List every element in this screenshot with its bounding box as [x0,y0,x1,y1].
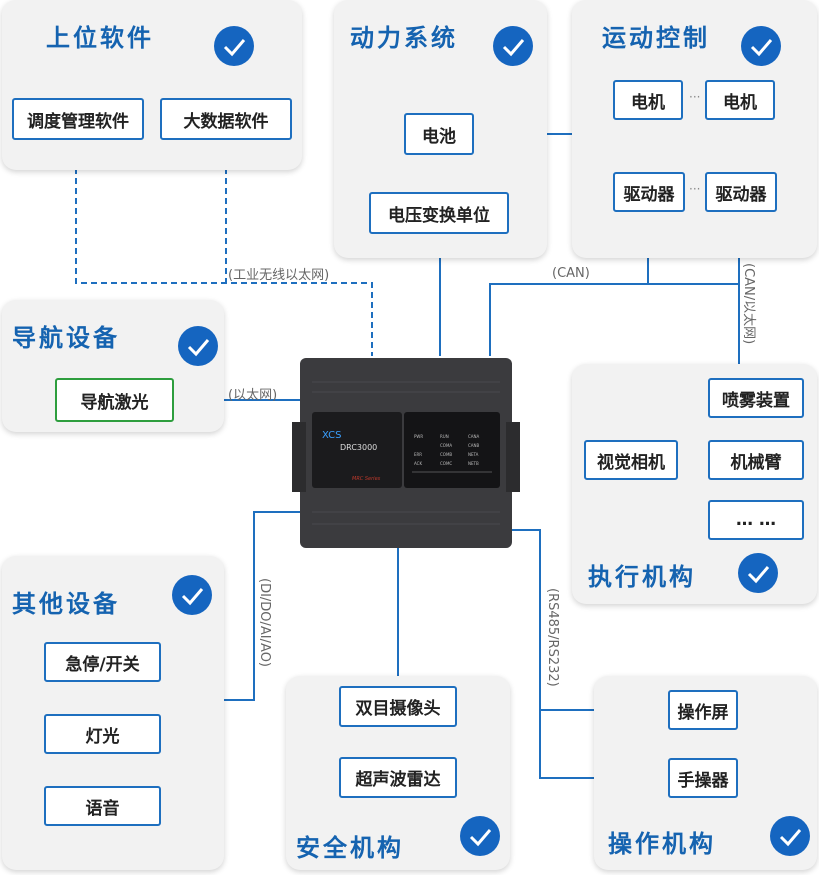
bigdata-software-box: 大数据软件 [160,98,292,140]
indicator-label: ERR [414,452,422,457]
check-icon [172,575,212,615]
controller-logo: XCS [322,430,341,441]
operation-title: 操作机构 [608,830,716,858]
check-icon [770,816,810,856]
voltage-converter-box: 电压变换单位 [369,192,509,234]
spray-device-box: 喷雾装置 [708,378,804,418]
other-devices-title: 其他设备 [12,590,120,618]
voice-box: 语音 [44,786,161,826]
estop-switch-box: 急停/开关 [44,642,161,682]
check-icon [460,816,500,856]
can-label: (CAN) [552,266,590,281]
indicator-label: COMB [440,452,452,457]
driver-box-2: 驱动器 [705,172,777,212]
vision-camera-box: 视觉相机 [584,440,678,480]
indicator-label: CANB [468,443,480,448]
indicator-label: ACK [414,461,422,466]
ultrasonic-radar-box: 超声波雷达 [339,757,457,798]
check-icon [493,26,533,66]
check-icon [741,26,781,66]
light-box: 灯光 [44,714,161,754]
can-line [489,283,739,356]
ethernet-label: (以太网) [228,388,278,403]
power-system-title: 动力系统 [350,24,458,52]
operation-screen-box: 操作屏 [668,690,738,730]
indicator-label: CANA [468,434,480,439]
rs485-label: (RS485/RS232) [545,588,560,687]
controller-device: XCS DRC3000 MRC Series PWR RUN CANA COMA CAN… [292,358,520,548]
indicator-label: RUN [440,434,449,439]
indicator-label: PWR [414,434,423,439]
actuators-title: 执行机构 [588,563,696,591]
wireless-ethernet-label: (工业无线以太网) [228,268,330,283]
driver-box-1: 驱动器 [613,172,685,212]
check-icon [178,326,218,366]
wireless-line-1 [75,138,373,356]
navigation-title: 导航设备 [12,324,120,352]
check-icon [738,553,778,593]
driver-ellipsis: ··· [689,182,701,196]
controller-series: MRC Series [352,476,381,482]
indicator-label: COMA [440,443,452,448]
indicator-label: NETA [468,452,479,457]
binocular-camera-box: 双目摄像头 [339,686,457,727]
indicator-label: COMC [440,461,452,466]
motor-ellipsis: ··· [689,90,701,104]
battery-box: 电池 [404,113,474,155]
robot-arm-box: 机械臂 [708,440,804,480]
more-box: … … [708,500,804,540]
upper-software-title: 上位软件 [46,24,154,52]
motor-box-1: 电机 [613,80,683,120]
can-ethernet-label: (CAN/以太网) [741,263,756,345]
safety-title: 安全机构 [296,834,404,862]
check-icon [214,26,254,66]
indicator-label: NETB [468,461,479,466]
handheld-box: 手操器 [668,758,738,798]
controller-model: DRC3000 [340,443,377,452]
nav-laser-box: 导航激光 [55,378,174,422]
dispatch-software-box: 调度管理软件 [12,98,144,140]
motor-box-2: 电机 [705,80,775,120]
motion-control-title: 运动控制 [602,24,710,52]
dio-label: (DI/DO/AI/AO) [257,578,272,667]
panel-upper-software [2,0,302,170]
